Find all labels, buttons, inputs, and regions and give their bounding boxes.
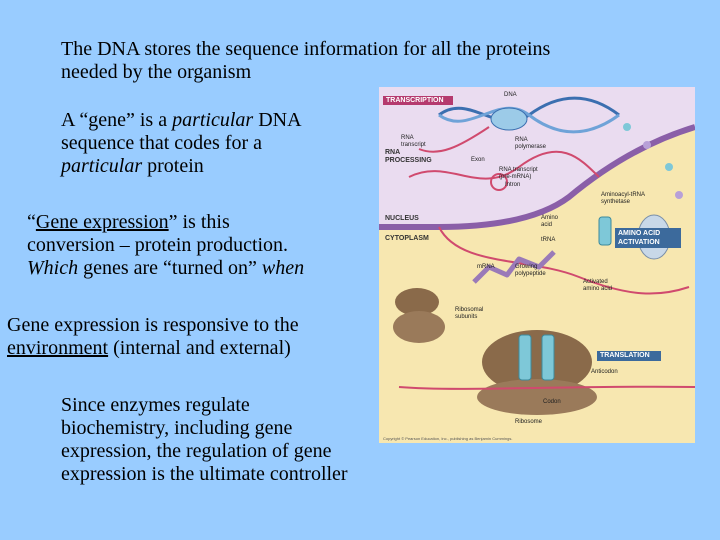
text: protein [142, 155, 204, 177]
line: sequence that codes for a [61, 132, 263, 154]
ribosomal-subunits-label: Ribosomal subunits [455, 307, 484, 320]
amino-acid-dot [643, 141, 651, 149]
line: expression, the regulation of gene [61, 440, 332, 462]
mrna-on-ribosome [398, 385, 695, 390]
activated-amino-acid-label: Activated amino acid [583, 279, 613, 292]
term-gene-expression: Gene expression [35, 211, 169, 233]
ribosome-small [477, 379, 597, 415]
copyright-text: Copyright © Pearson Education, Inc., pub… [383, 436, 513, 441]
intron-label: Intron [505, 182, 521, 188]
transcription-header-bg [383, 96, 453, 105]
dna-label: DNA [504, 92, 517, 98]
text-italic: particular [61, 155, 143, 177]
figure-illustration [379, 87, 695, 415]
amino-acid-dot [623, 123, 631, 131]
rna-transcript-strand [418, 126, 490, 153]
amino-acid-label: Amino acid [541, 215, 559, 228]
paragraph-gene-expression: “Gene expression” is this conversion – p… [27, 211, 304, 280]
rna-polymerase-shape [490, 107, 528, 131]
text: genes are “turned on” [78, 257, 262, 279]
text: “ [27, 211, 36, 233]
paragraph-dna-stores: The DNA stores the sequence information … [61, 38, 550, 84]
text-italic: when [261, 257, 305, 279]
anticodon-label: Anticodon [591, 369, 618, 375]
polypeptide-chain [472, 250, 556, 284]
line: biochemistry, including gene [61, 417, 293, 439]
text: (internal and external) [108, 337, 291, 359]
growing-polypeptide-label: Growing polypeptide [515, 264, 546, 277]
paragraph-gene-definition: A “gene” is a particular DNA sequence th… [61, 109, 302, 178]
trna-in-ribosome [518, 334, 532, 381]
paragraph-enzymes: Since enzymes regulate biochemistry, inc… [61, 394, 348, 486]
line: The DNA stores the sequence information … [61, 38, 551, 60]
line: Since enzymes regulate [61, 394, 250, 416]
codon-label: Codon [543, 399, 561, 405]
ribosomal-subunit-shape [393, 311, 445, 343]
aminoacyl-label: Aminoacyl-tRNA synthetase [601, 192, 646, 205]
trna-shape [598, 216, 612, 246]
mrna-strand [438, 226, 690, 295]
rna-processing-label: RNA PROCESSING [385, 149, 432, 164]
trna-in-ribosome [541, 334, 555, 381]
cytoplasm-label: CYTOPLASM [385, 235, 429, 242]
rna-transcript-label: RNA transcript [401, 135, 426, 148]
rna-polymerase-label: RNA polymerase [515, 137, 547, 150]
amino-acid-activation-header: AMINO ACID ACTIVATION [618, 230, 661, 246]
line: expression is the ultimate controller [61, 463, 348, 485]
amino-acid-dot [675, 191, 683, 199]
mrna-label: mRNA [477, 264, 495, 270]
dna-strand [438, 106, 620, 134]
text-italic: Which [27, 257, 79, 279]
text: ” is this [168, 211, 230, 233]
ribosome-large [482, 330, 592, 394]
text-italic: particular [172, 109, 254, 131]
nucleus-label: NUCLEUS [385, 215, 419, 222]
text: A “gene” is a [61, 109, 173, 131]
rna-transcript-pre-label: RNA transcript (pre-mRNA) [499, 167, 538, 180]
activation-header-bg [615, 228, 681, 248]
ribosome-label: Ribosome [515, 419, 543, 425]
pre-mrna-strand [408, 150, 600, 180]
exon-label: Exon [471, 157, 485, 163]
trna-label: tRNA [541, 237, 556, 243]
nuclear-envelope [379, 124, 695, 230]
transcription-header: TRANSCRIPTION [386, 97, 444, 104]
term-environment: environment [7, 337, 109, 359]
translation-header-bg [597, 351, 661, 361]
ribosomal-subunit-shape [395, 288, 439, 316]
line: Gene expression is responsive to the [7, 314, 299, 336]
line: conversion – protein production. [27, 234, 289, 256]
gene-expression-figure: TRANSCRIPTION AMINO ACID ACTIVATION TRAN… [379, 87, 695, 443]
amino-acid-dot [665, 163, 673, 171]
text: DNA [253, 109, 302, 131]
line: needed by the organism [61, 61, 252, 83]
intron-loop [490, 173, 508, 191]
paragraph-responsive: Gene expression is responsive to the env… [7, 314, 299, 360]
translation-header: TRANSLATION [600, 352, 650, 359]
